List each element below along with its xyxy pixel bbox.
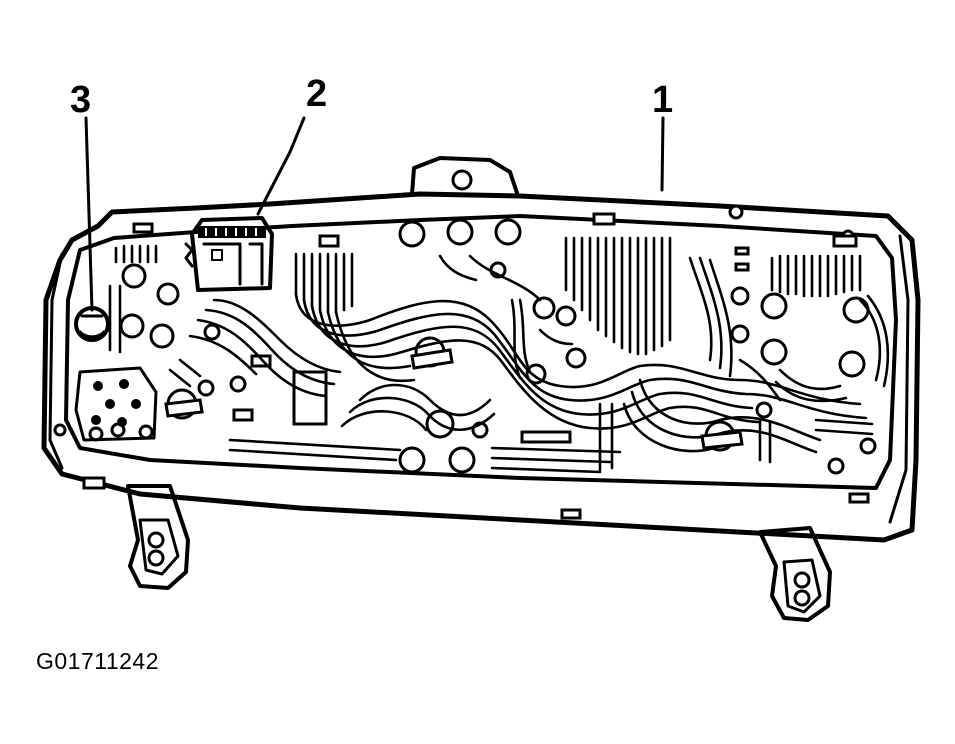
gauge-clips xyxy=(164,348,744,450)
right-terminal-comb xyxy=(770,254,862,298)
circuit-board xyxy=(53,204,898,520)
center-terminal-comb xyxy=(564,236,672,356)
top-mounting-tab xyxy=(410,156,520,198)
left-terminal-comb xyxy=(114,244,158,264)
leader-line-2 xyxy=(256,116,306,216)
leader-line-1 xyxy=(660,116,665,192)
callout-label-2: 2 xyxy=(306,73,327,115)
callout-label-1: 1 xyxy=(652,79,673,121)
bulb-socket xyxy=(74,306,110,342)
circuit-traces xyxy=(108,254,890,474)
ground-pad xyxy=(74,366,158,442)
bulb-sockets xyxy=(53,204,877,475)
callout-label-3: 3 xyxy=(70,79,91,121)
leader-line-3 xyxy=(84,116,94,312)
left-mounting-bracket xyxy=(126,484,190,590)
upper-left-terminal-comb xyxy=(294,252,354,314)
leader-lines xyxy=(84,116,665,312)
electrical-connector xyxy=(184,216,274,292)
cluster-housing xyxy=(41,191,921,543)
right-mounting-bracket xyxy=(758,526,832,622)
figure-id: G01711242 xyxy=(36,648,160,674)
board-slots xyxy=(82,212,870,520)
